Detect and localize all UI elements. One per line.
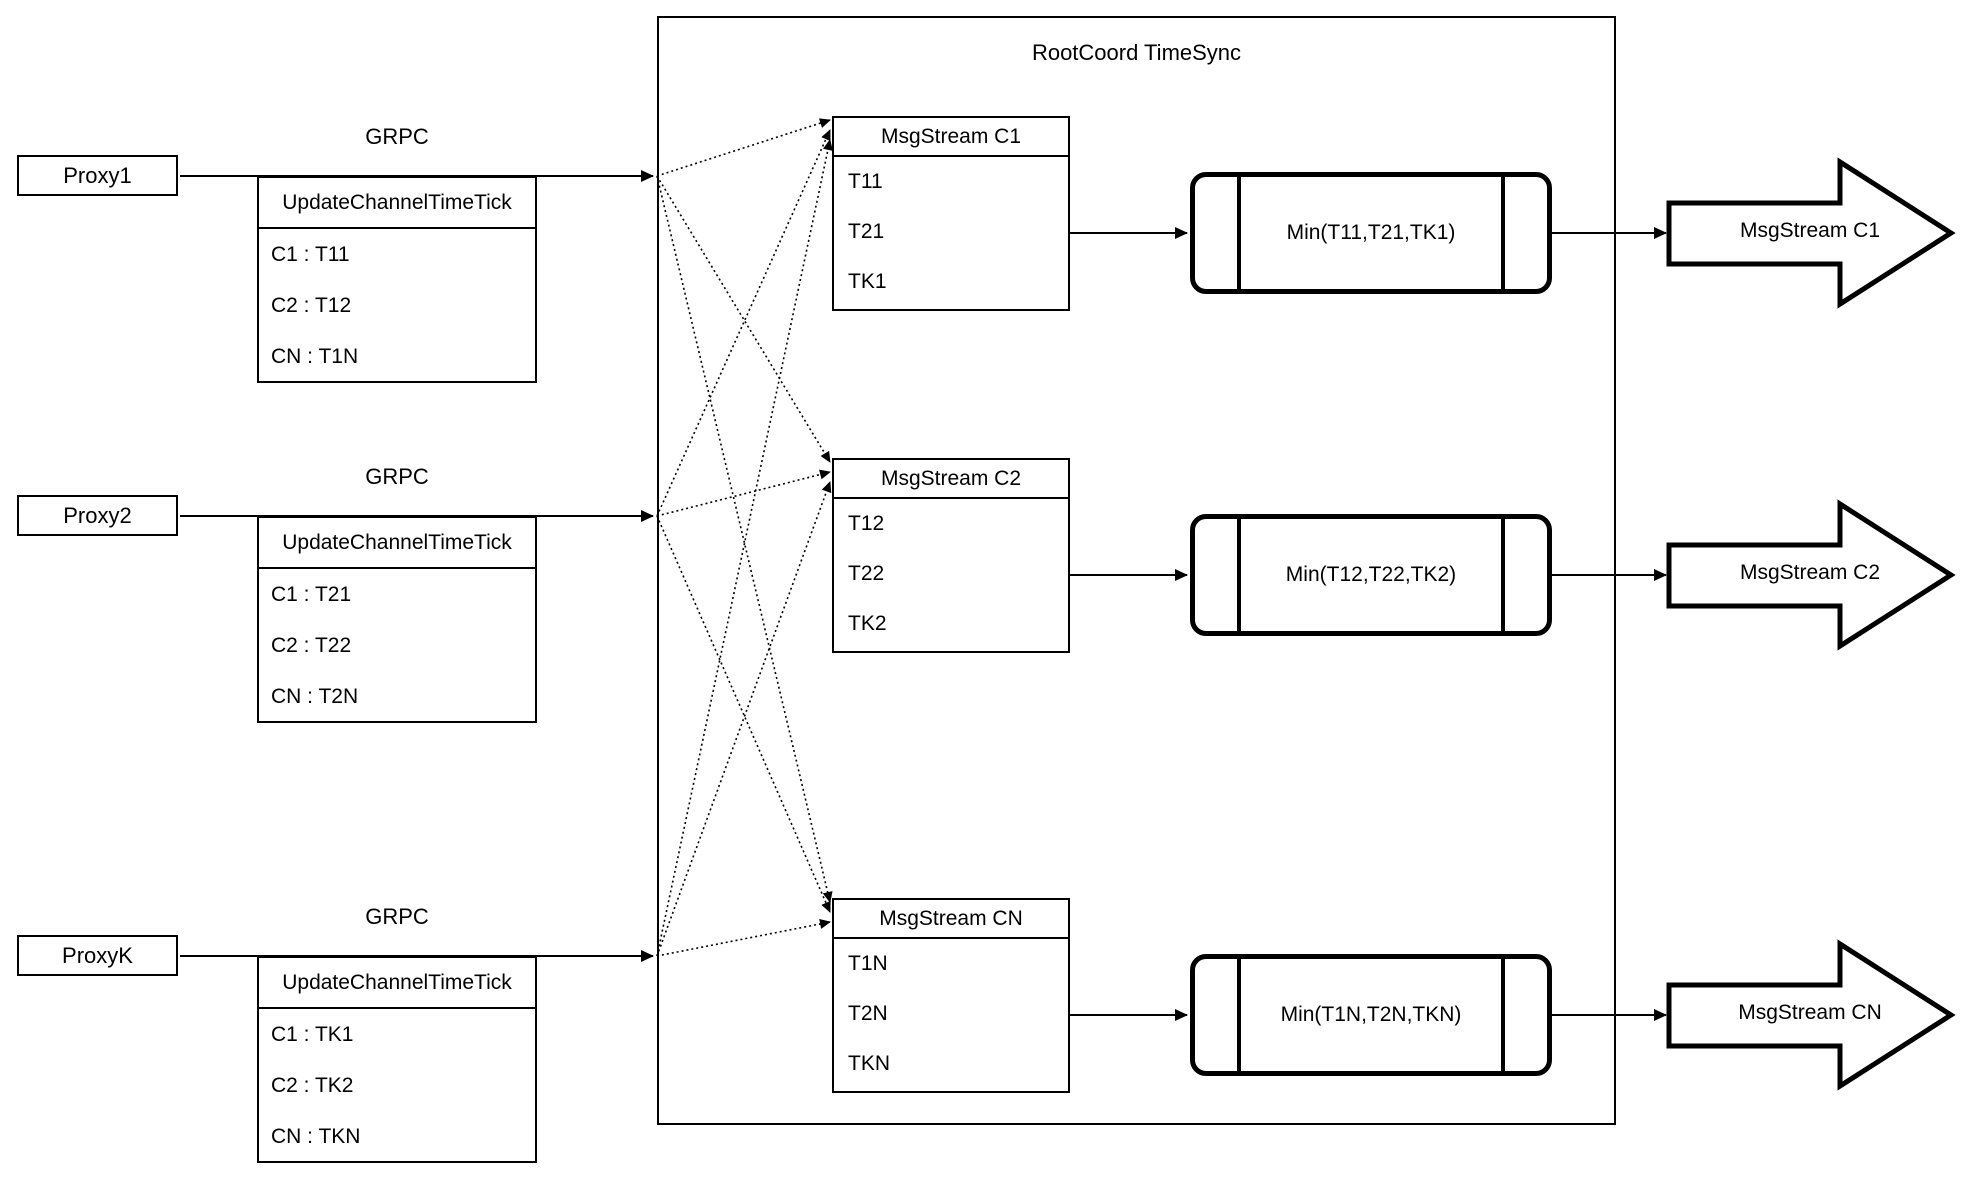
min-queue-box: Min(T12,T22,TK2) xyxy=(1190,514,1552,636)
fanout-dotted-line xyxy=(656,515,831,913)
uctt-entry: C2 : T22 xyxy=(271,633,352,657)
msgstream-entry: T12 xyxy=(848,512,885,535)
msgstream-entry: T1N xyxy=(848,952,888,975)
rootcoord-box xyxy=(657,16,1616,1125)
uctt-title: UpdateChannelTimeTick xyxy=(259,178,535,229)
proxyk-box: ProxyK xyxy=(17,935,178,976)
min-queue-left-cap xyxy=(1195,177,1237,289)
min-label: Min(T12,T22,TK2) xyxy=(1237,519,1505,631)
msgstream-entry: T21 xyxy=(848,220,885,243)
fanout-dotted-line xyxy=(656,129,831,517)
min-queue-right-cap xyxy=(1505,177,1547,289)
grpc-label: GRPC xyxy=(365,464,429,489)
uctt-entry: CN : T2N xyxy=(271,684,359,708)
uctt-title: UpdateChannelTimeTick xyxy=(259,958,535,1009)
uctt-entry: C2 : TK2 xyxy=(271,1073,354,1097)
msgstream-entry: T22 xyxy=(848,562,885,585)
msgstream-output-label: MsgStream CN xyxy=(1738,1001,1882,1024)
uctt-entry: CN : TKN xyxy=(271,1124,361,1148)
min-label: Min(T11,T21,TK1) xyxy=(1237,177,1505,289)
rootcoord-title: RootCoord TimeSync xyxy=(1031,40,1242,65)
uctt-entry: C1 : T11 xyxy=(271,242,350,266)
block-arrow-shape xyxy=(1666,157,1956,309)
msgstream-table: MsgStream CN T1N T2N TKN xyxy=(832,898,1070,1093)
grpc-label: GRPC xyxy=(365,904,429,929)
msgstream-entry: T11 xyxy=(848,170,883,193)
msgstream-output-label: MsgStream C2 xyxy=(1739,561,1881,584)
msgstream-table-title: MsgStream CN xyxy=(834,900,1068,939)
min-queue-box: Min(T1N,T2N,TKN) xyxy=(1190,954,1552,1076)
fanout-dotted-line xyxy=(656,919,831,957)
uctt-entry: C1 : TK1 xyxy=(271,1022,354,1046)
min-queue-left-cap xyxy=(1195,519,1237,631)
msgstream-entry: TK1 xyxy=(848,270,887,293)
msgstream-table: MsgStream C2 T12 T22 TK2 xyxy=(832,458,1070,653)
proxy2-box: Proxy2 xyxy=(17,495,178,536)
uctt-title: UpdateChannelTimeTick xyxy=(259,518,535,569)
min-queue-box: Min(T11,T21,TK1) xyxy=(1190,172,1552,294)
msgstream-output-label: MsgStream C1 xyxy=(1739,219,1881,242)
msgstream-entry: TK2 xyxy=(848,612,887,635)
fanout-dotted-line xyxy=(656,139,833,957)
update-channel-timetick-box: UpdateChannelTimeTick C1 : T11 C2 : T12 … xyxy=(257,176,537,383)
min-label: Min(T1N,T2N,TKN) xyxy=(1237,959,1505,1071)
update-channel-timetick-box: UpdateChannelTimeTick C1 : TK1 C2 : TK2 … xyxy=(257,956,537,1163)
msgstream-table-title: MsgStream C2 xyxy=(834,460,1068,499)
update-channel-timetick-box: UpdateChannelTimeTick C1 : T21 C2 : T22 … xyxy=(257,516,537,723)
fanout-dotted-line xyxy=(656,175,831,463)
msgstream-table-title: MsgStream C1 xyxy=(834,118,1068,157)
msgstream-entry: TKN xyxy=(848,1052,890,1075)
fanout-dotted-line xyxy=(656,175,833,903)
uctt-entry: C2 : T12 xyxy=(271,293,352,317)
fanout-dotted-line xyxy=(656,481,832,957)
msgstream-entry: T2N xyxy=(848,1002,888,1025)
min-queue-right-cap xyxy=(1505,519,1547,631)
uctt-entry: C1 : T21 xyxy=(271,582,352,606)
min-queue-right-cap xyxy=(1505,959,1547,1071)
fanout-dotted-line xyxy=(656,118,831,177)
min-queue-left-cap xyxy=(1195,959,1237,1071)
proxy1-box: Proxy1 xyxy=(17,155,178,196)
grpc-label: GRPC xyxy=(365,124,429,149)
block-arrow-shape xyxy=(1666,499,1956,651)
block-arrow-shape xyxy=(1666,939,1956,1091)
uctt-entry: CN : T1N xyxy=(271,344,359,368)
msgstream-table: MsgStream C1 T11 T21 TK1 xyxy=(832,116,1070,311)
